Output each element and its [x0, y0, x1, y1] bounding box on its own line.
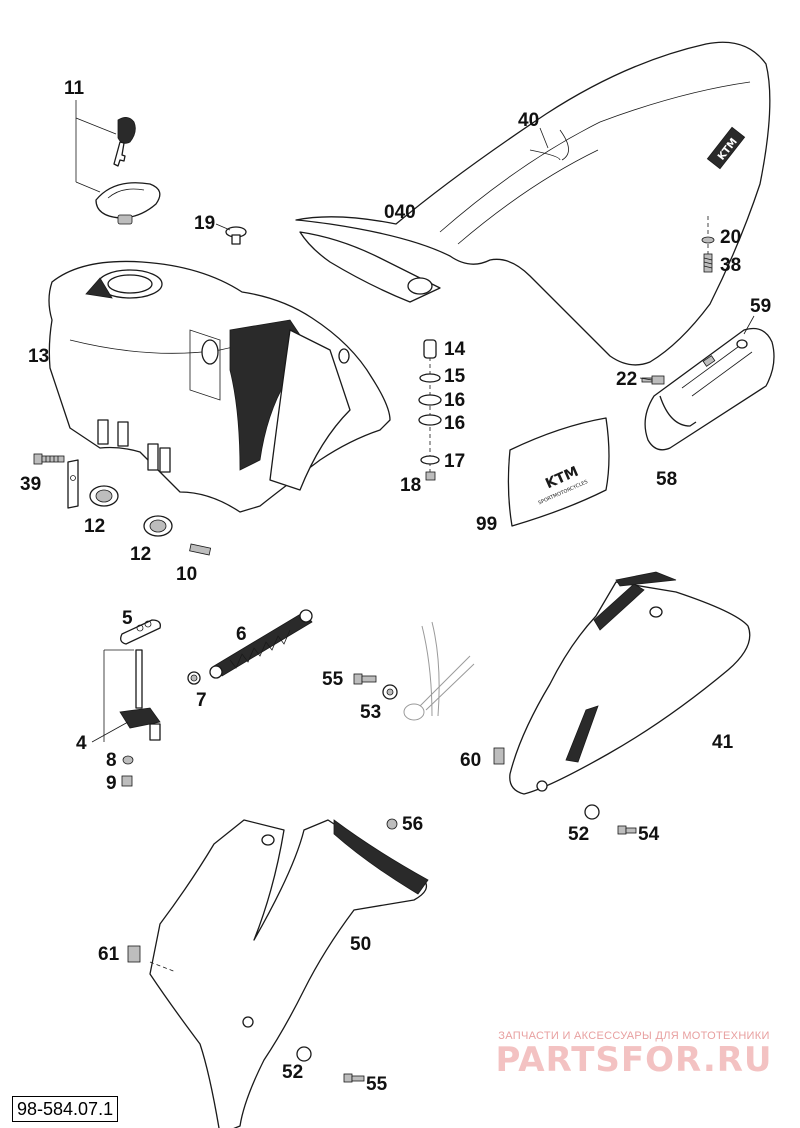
- screw-56: [386, 818, 398, 830]
- callout-99: 99: [476, 514, 497, 535]
- frame-outline: [403, 621, 475, 721]
- callout-19: 19: [194, 213, 215, 234]
- tool-bag: [644, 327, 775, 451]
- callout-54: 54: [638, 824, 660, 845]
- side-cover-41: [509, 571, 751, 795]
- clip-61: [127, 945, 177, 973]
- callout-11: 11: [64, 78, 85, 99]
- callout-53: 53: [360, 702, 381, 723]
- fuel-tap: [103, 619, 161, 787]
- side-panel-50: [149, 819, 429, 1128]
- callout-16b: 16: [444, 413, 465, 434]
- rubber-grommet-12b: [143, 515, 173, 537]
- callout-6: 6: [236, 624, 247, 645]
- callout-55a: 55: [322, 669, 344, 690]
- fastener-stack: [418, 339, 442, 481]
- bolt-54: [617, 825, 637, 835]
- callout-13: 13: [28, 346, 49, 367]
- callout-8: 8: [106, 750, 117, 771]
- callout-9: 9: [106, 773, 117, 794]
- bolt-10: [189, 543, 212, 556]
- fuel-cap-with-key: [75, 100, 161, 225]
- callout-7: 7: [196, 690, 207, 711]
- callout-22: 22: [616, 369, 637, 390]
- callout-50: 50: [350, 934, 371, 955]
- callout-10: 10: [176, 564, 197, 585]
- washer-52a: [584, 804, 600, 820]
- callout-5: 5: [122, 608, 133, 629]
- key-icon: [113, 117, 136, 167]
- bolt-22: [641, 375, 665, 385]
- washer-52b: [296, 1046, 312, 1062]
- callout-52a: 52: [568, 824, 589, 845]
- callout-38: 38: [720, 255, 741, 276]
- callout-16a: 16: [444, 390, 465, 411]
- fuel-hose: [209, 609, 313, 679]
- callout-17: 17: [444, 451, 465, 472]
- hose-clamp-7: [187, 671, 201, 685]
- callout-39: 39: [20, 474, 41, 495]
- callout-15: 15: [444, 366, 466, 387]
- nut-53: [382, 684, 398, 700]
- callout-52b: 52: [282, 1062, 303, 1083]
- callout-040: 040: [384, 202, 416, 223]
- callout-58: 58: [656, 469, 677, 490]
- screw-38: [703, 253, 713, 273]
- seat: KTM: [295, 41, 771, 366]
- callout-41: 41: [712, 732, 734, 753]
- drawing-number: 98-584.07.1: [12, 1096, 119, 1122]
- callout-59: 59: [750, 296, 771, 317]
- leader-lines: [91, 127, 755, 743]
- callout-56: 56: [402, 814, 423, 835]
- clip-60: [493, 747, 505, 765]
- watermark-tagline: ЗАПЧАСТИ И АКСЕССУАРЫ ДЛЯ МОТОТЕХНИКИ: [498, 1030, 770, 1042]
- callout-18: 18: [400, 475, 421, 496]
- callout-20: 20: [720, 227, 741, 248]
- screw-19: [225, 226, 247, 245]
- rubber-grommet-12a: [89, 485, 119, 507]
- bolt-39: [33, 453, 79, 509]
- watermark-logo: PARTSFOR.RU: [495, 1040, 773, 1080]
- fuel-tank: [48, 260, 391, 513]
- callout-12a: 12: [84, 516, 105, 537]
- watermark: ЗАПЧАСТИ И АКСЕССУАРЫ ДЛЯ МОТОТЕХНИКИ PA…: [484, 1030, 784, 1078]
- ktm-sticker: KTM SPORTMOTORCYCLES: [507, 417, 610, 527]
- callout-14: 14: [444, 339, 466, 360]
- callout-4: 4: [76, 733, 87, 754]
- callout-55b: 55: [366, 1074, 388, 1095]
- callout-61: 61: [98, 944, 120, 965]
- bolt-55a: [353, 673, 377, 685]
- callout-labels: 11 19 13 40 040 20 38 59 22 58 14 15 16 …: [20, 78, 771, 1095]
- bolt-55b: [343, 1073, 365, 1083]
- callout-40: 40: [518, 110, 539, 131]
- callout-60: 60: [460, 750, 481, 771]
- callout-12b: 12: [130, 544, 151, 565]
